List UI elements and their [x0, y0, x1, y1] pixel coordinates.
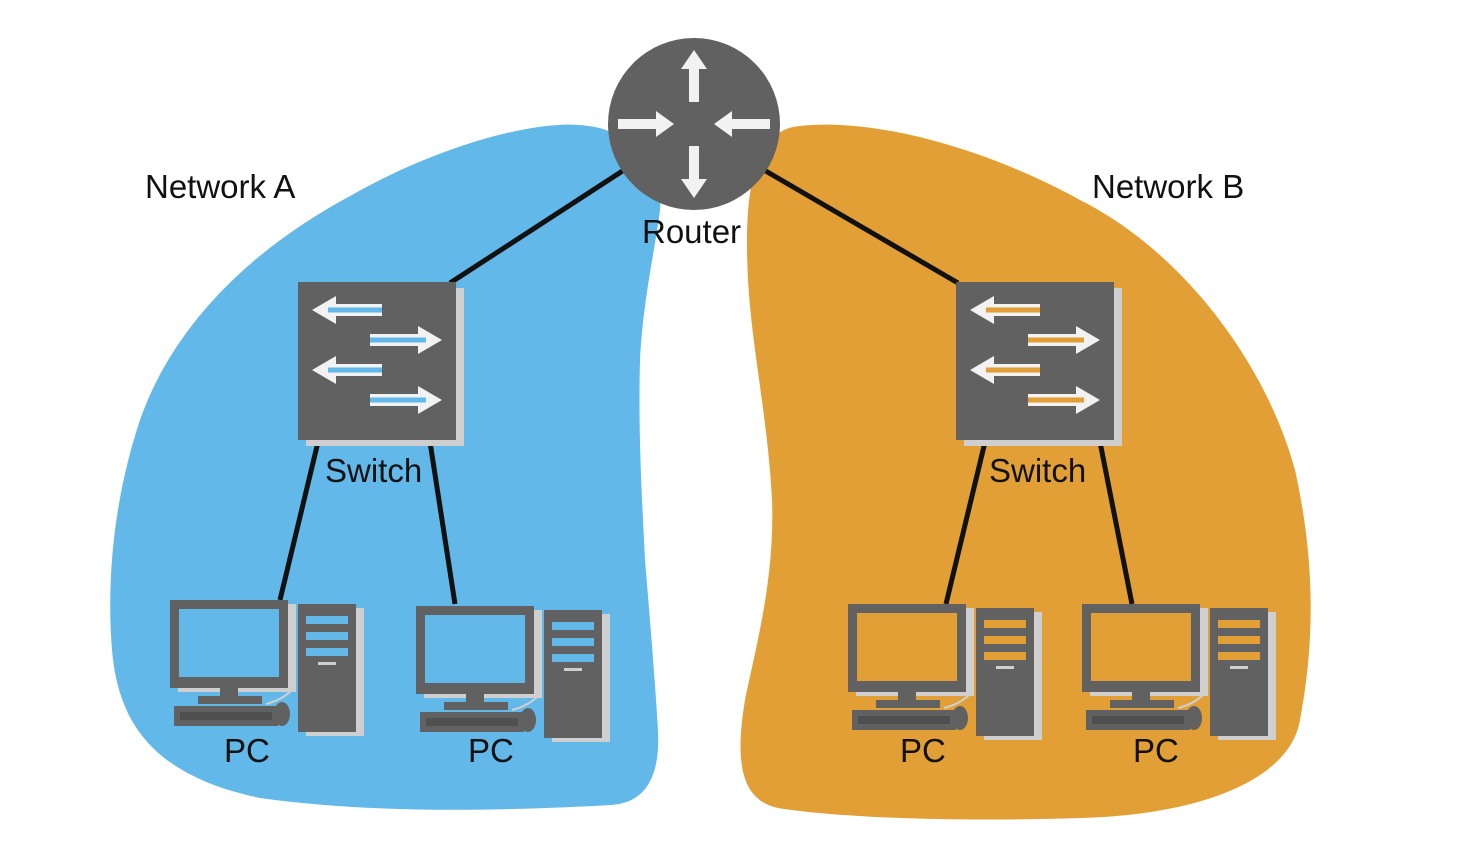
link-switch-a-pc-a2: [427, 441, 458, 605]
switch-b-label: Switch: [989, 452, 1086, 489]
pc-a2-label: PC: [468, 732, 514, 769]
network-b-label: Network B: [1092, 168, 1244, 205]
pc-a1-icon: [169, 599, 365, 737]
pc-b1-label: PC: [900, 732, 946, 769]
links: [277, 167, 1135, 605]
pc-a2-icon: [415, 605, 611, 743]
link-switch-a-pc-a1: [277, 441, 321, 601]
link-switch-b-pc-b2: [1097, 441, 1135, 605]
link-router-switch-b: [762, 167, 960, 286]
link-router-switch-a: [448, 167, 626, 286]
link-switch-b-pc-b1: [943, 441, 988, 605]
switch-a-label: Switch: [325, 452, 422, 489]
router-icon: [608, 38, 780, 210]
pc-b1-icon: [847, 603, 1043, 741]
switch-b-icon: [956, 282, 1122, 446]
switch-a-icon: [298, 282, 464, 446]
router-label: Router: [642, 213, 741, 250]
pc-b2-label: PC: [1133, 732, 1179, 769]
pc-b2-icon: [1081, 603, 1277, 741]
network-a-label: Network A: [145, 168, 295, 205]
pc-a1-label: PC: [224, 732, 270, 769]
